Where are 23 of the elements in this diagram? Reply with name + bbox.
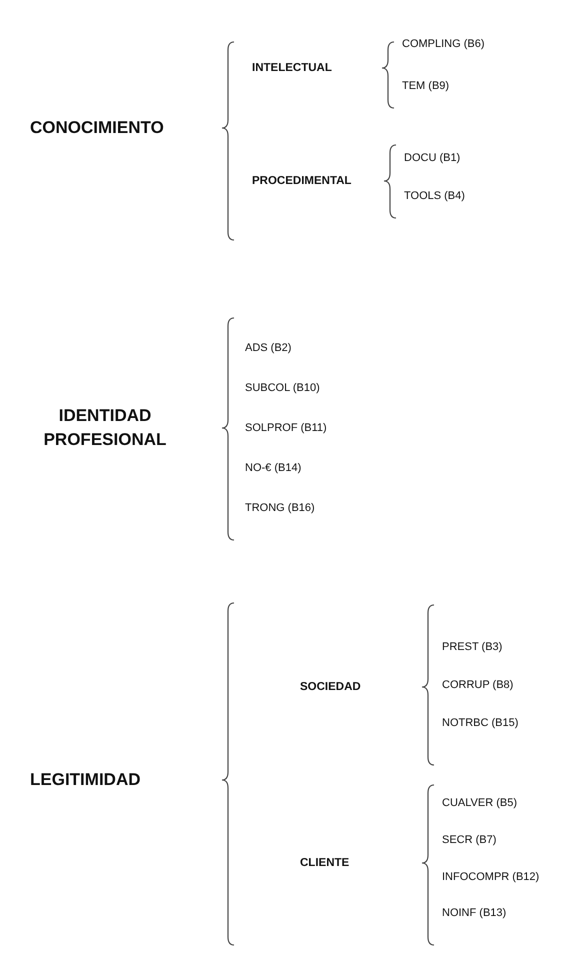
item-label: CORRUP (B8): [442, 678, 514, 693]
item-label: NOINF (B13): [442, 906, 506, 921]
item-label: TEM (B9): [402, 79, 450, 94]
category-label: LEGITIMIDAD: [30, 770, 140, 790]
item-label: PREST (B3): [442, 640, 502, 655]
category-label: IDENTIDAD PROFESIONAL: [42, 405, 168, 451]
category-label: CLIENTE: [300, 856, 350, 871]
category-label: SOCIEDAD: [300, 680, 361, 695]
item-label: TRONG (B16): [245, 501, 315, 516]
item-label: DOCU (B1): [404, 151, 460, 166]
item-label: INFOCOMPR (B12): [442, 870, 540, 885]
item-label: SUBCOL (B10): [245, 381, 320, 396]
item-label: COMPLING (B6): [402, 37, 485, 52]
item-label: NOTRBC (B15): [442, 716, 518, 731]
item-label: TOOLS (B4): [404, 189, 465, 204]
item-label: CUALVER (B5): [442, 796, 517, 811]
category-label: INTELECTUAL: [252, 61, 332, 76]
item-label: ADS (B2): [245, 341, 292, 356]
item-label: NO-€ (B14): [245, 461, 302, 476]
category-label: PROCEDIMENTAL: [252, 174, 352, 189]
item-label: SOLPROF (B11): [245, 421, 327, 436]
category-label: CONOCIMIENTO: [30, 118, 164, 138]
item-label: SECR (B7): [442, 833, 496, 848]
